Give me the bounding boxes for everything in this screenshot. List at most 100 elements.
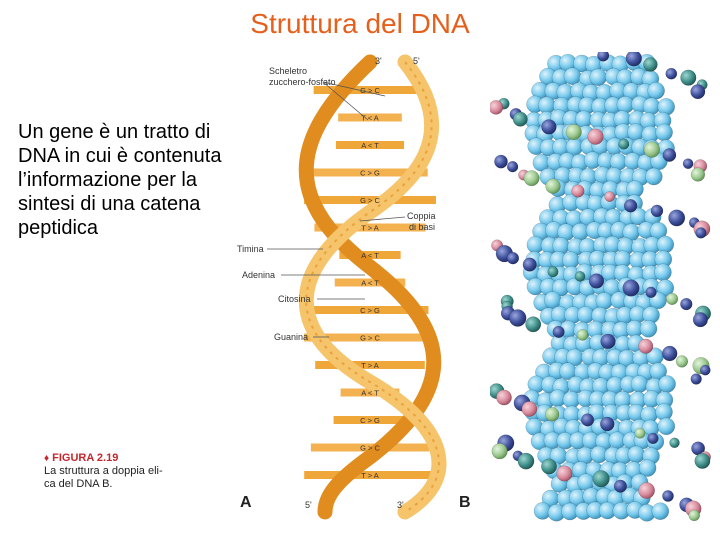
atom [593,471,610,488]
atom [541,459,556,474]
atom [666,293,678,305]
atom [523,258,537,272]
caption-line1: La struttura a doppia eli- [44,465,224,478]
atom [700,365,710,375]
atom [623,280,640,297]
base-pair-label: T > A [361,224,379,233]
panel-label-a: A [240,494,252,512]
atom [627,124,644,141]
atom [639,482,655,498]
atom [691,168,705,182]
atom [600,417,614,431]
atom [507,161,518,172]
atom [564,68,581,85]
atom [638,339,653,354]
atom [518,453,534,469]
panel-label-b: B [459,494,471,512]
figure-caption: ♦FIGURA 2.19 La struttura a doppia eli- … [44,452,224,491]
atom [652,503,669,520]
atom [663,148,676,161]
atom [643,58,657,72]
atom [597,52,609,61]
base-pair-label: G > C [360,444,380,453]
base-pair-label: T > A [361,361,379,370]
atom [577,329,588,340]
atom [670,438,680,448]
atom [648,433,659,444]
atom [526,317,541,332]
atom [696,228,707,239]
atom [640,320,657,337]
backbone-label-line2: zucchero-fosfato [269,77,336,87]
atom [643,98,660,115]
end-label-bottom-left: 5' [305,500,312,510]
figure-label: FIGURA 2.19 [52,452,118,464]
atom [657,236,674,253]
atom [566,124,582,140]
atom [590,69,607,86]
atom [646,287,657,298]
atom [695,453,710,468]
atom [572,185,585,198]
atom [619,139,630,150]
atom [575,271,585,281]
base-pair-label: G > C [360,196,380,205]
atom [676,356,688,368]
atom [496,390,511,405]
atom [691,85,705,99]
base-pair-label: C > G [360,169,380,178]
atom [656,124,673,141]
atom [545,407,559,421]
atom [581,414,594,427]
atom [589,274,604,289]
atom [548,267,559,278]
atom [635,428,645,438]
atom [631,376,648,393]
dna-space-filling-model [490,52,712,522]
atom [645,168,662,185]
atom [680,298,692,310]
atom [553,326,565,338]
atom [601,334,616,349]
atom [628,446,645,463]
adenine-label: Adenina [242,270,275,280]
atom [691,374,702,385]
atom [644,142,660,158]
atom [588,129,604,145]
base-pair-labels: G > CT < AA < TC > GG > CT > AA < TA < T… [360,86,380,480]
atom [522,401,537,416]
atom [507,252,519,264]
dna-ribbon-diagram: G > CT < AA < TC > GG > CT > AA < TA < T… [225,52,490,522]
caption-marker-icon: ♦ [44,453,49,464]
atom [605,192,615,202]
end-label-bottom-right: 3' [397,500,404,510]
atom [658,418,675,435]
caption-line2: ca del DNA B. [44,478,224,491]
atom [557,466,573,482]
figure-label-row: ♦FIGURA 2.19 [44,452,224,465]
base-pair-label-line2: di basi [409,222,435,232]
base-pair-label: A < T [361,251,379,260]
atom [666,68,677,79]
atom [683,159,693,169]
atom [648,82,665,99]
cytosine-label: Citosina [278,294,311,304]
thymine-label: Timina [237,244,264,254]
base-pair-label: G > C [360,86,380,95]
atom [544,292,561,309]
atom [689,510,700,521]
atom [596,292,613,309]
atom [538,97,555,114]
atom [509,310,526,327]
atom [681,70,697,86]
atom [693,312,708,327]
atom [662,490,673,501]
base-pair-label: A < T [361,389,379,398]
base-pair-label-line1: Coppia [407,211,436,221]
guanine-label: Guanina [274,332,308,342]
base-pair-label: G > C [360,334,380,343]
atom [662,346,677,361]
end-label-top-right: 5' [413,56,420,66]
base-pair-label: T > A [361,471,379,480]
atom [494,155,507,168]
